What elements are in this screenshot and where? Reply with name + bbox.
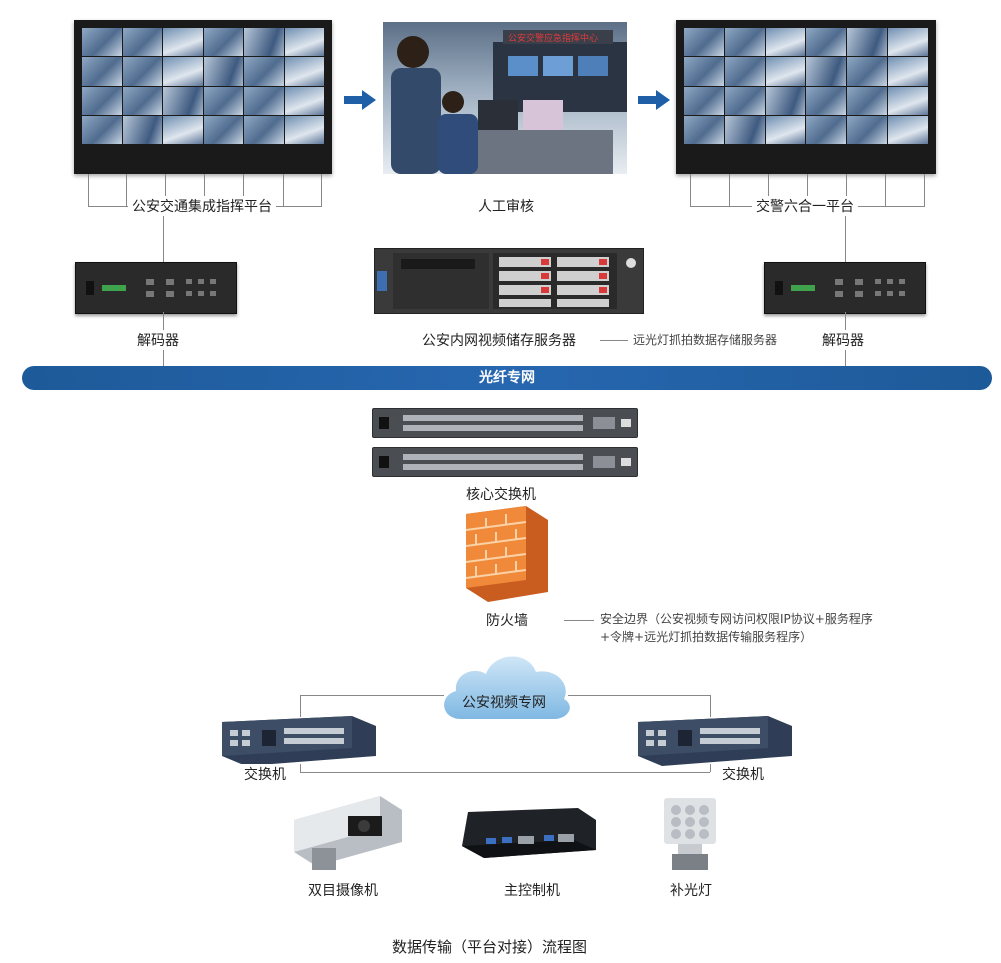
manual-review-label: 人工审核: [474, 196, 538, 216]
svg-text:公安交警应急指挥中心: 公安交警应急指挥中心: [508, 32, 598, 44]
cloud-label: 公安视频专网: [462, 695, 546, 711]
storage-server-device: [374, 248, 644, 314]
right-switch-label: 交换机: [718, 764, 768, 784]
storage-server-note: 远光灯抓拍数据存储服务器: [633, 333, 778, 347]
fill-light-label: 补光灯: [666, 880, 716, 900]
storage-server-label: 公安内网视频储存服务器: [418, 330, 580, 350]
core-switch-device: [372, 447, 638, 477]
binocular-camera-icon: [294, 796, 402, 870]
right-switch-device: [638, 716, 792, 766]
arrow-right-icon: [344, 90, 376, 110]
right-video-wall: [676, 20, 936, 174]
left-switch-device: [222, 716, 376, 766]
fiber-network-banner: 光纤专网: [22, 366, 992, 390]
main-controller-icon: [462, 808, 596, 858]
right-wall-screens: [684, 28, 928, 144]
left-decoder-label: 解码器: [133, 330, 183, 350]
diagram-caption: 数据传输（平台对接）流程图: [392, 938, 588, 956]
core-switch-label: 核心交换机: [462, 484, 540, 504]
firewall-icon: [466, 506, 548, 602]
left-wall-screens: [82, 28, 324, 144]
camera-label: 双目摄像机: [304, 880, 382, 900]
left-video-wall: [74, 20, 332, 174]
core-switch-device: [372, 408, 638, 438]
right-platform-label: 交警六合一平台: [752, 196, 858, 216]
left-decoder-device: [75, 262, 237, 314]
cloud-icon: [444, 656, 570, 719]
manual-review-photo: 公安交警应急指挥中心: [383, 22, 627, 174]
left-platform-label: 公安交通集成指挥平台: [128, 196, 276, 216]
firewall-note-line1: 安全边界（公安视频专网访问权限IP协议+服务程序: [600, 612, 873, 626]
fill-light-icon: [664, 798, 716, 870]
firewall-label: 防火墙: [482, 610, 532, 630]
right-decoder-label: 解码器: [818, 330, 868, 350]
controller-label: 主控制机: [500, 880, 564, 900]
right-decoder-device: [764, 262, 926, 314]
arrow-right-icon: [638, 90, 670, 110]
left-switch-label: 交换机: [240, 764, 290, 784]
firewall-note-line2: +令牌+远光灯抓拍数据传输服务程序）: [600, 630, 813, 644]
